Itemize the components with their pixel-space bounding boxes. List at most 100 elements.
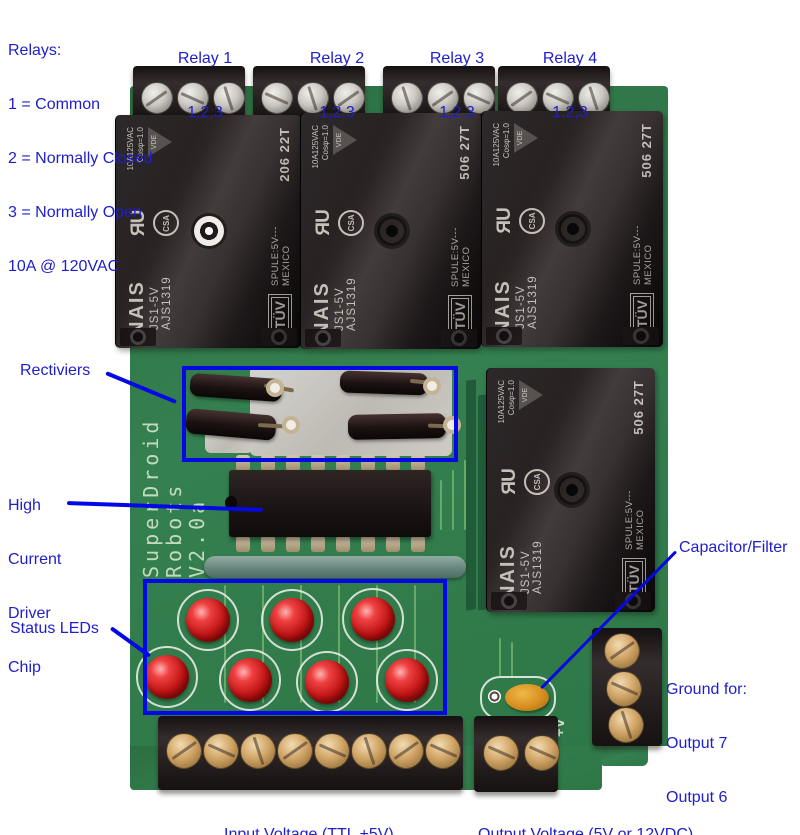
capacitor-pad-hole xyxy=(488,690,501,703)
pcb-trace xyxy=(478,394,486,611)
relay-model: JS1-5V xyxy=(520,550,532,594)
ground-label: Ground for: Output 7 Output 6 Output 5 xyxy=(666,645,747,835)
chip-pin xyxy=(311,536,325,552)
bus-bar-component xyxy=(204,556,466,578)
relay-1-name: Relay 1 xyxy=(177,50,233,67)
terminal-screw xyxy=(506,82,538,114)
relay-cert-logos: ЯU CSA xyxy=(499,468,550,495)
relay-coil-spec: SPULE:5V--- xyxy=(450,227,461,287)
relay-origin: MEXICO xyxy=(281,245,292,286)
chip-pin xyxy=(261,536,275,552)
relay-origin: MEXICO xyxy=(635,509,646,550)
relay-coil-spec: SPULE:5V--- xyxy=(624,490,635,550)
pcb-trace xyxy=(338,585,340,703)
relay-mount-tab xyxy=(305,329,341,347)
terminal-screw xyxy=(240,733,276,769)
ul-logo: ЯU xyxy=(494,208,515,234)
relay-2-name: Relay 2 xyxy=(309,50,365,67)
silkscreen-brand-line1: SuperDroid xyxy=(139,417,163,578)
relay-mount-hole xyxy=(315,330,331,346)
relay-mount-hole xyxy=(271,329,287,345)
relay-body-4: NAIS JS1-5V AJS1319 ЯU CSA 10A125VAC Cos… xyxy=(486,368,655,612)
relay-bottom-markings: TÜV SPULE:5V--- MEXICO 506 27T xyxy=(622,380,646,600)
driver-chip-label-line: Current xyxy=(8,551,62,568)
relay-mount-tab xyxy=(486,327,522,345)
chip-pin xyxy=(236,536,250,552)
vde-logo-text: VDE xyxy=(151,134,158,150)
driver-chip-label-line: High xyxy=(8,497,41,514)
ground-label-line: Output 7 xyxy=(666,735,728,752)
relay-origin: MEXICO xyxy=(643,244,654,285)
pcb-trace xyxy=(452,470,454,530)
relay-coil-block: SPULE:5V--- MEXICO xyxy=(270,226,292,286)
diode-ring-terminal xyxy=(423,377,441,395)
relay-coil-block: SPULE:5V--- MEXICO xyxy=(632,225,654,285)
capacitor-label: Capacitor/Filter xyxy=(679,539,788,556)
relay-info-title: Relays: xyxy=(8,42,62,59)
pcb-trace xyxy=(414,585,416,703)
relay-info-line: 3 = Normally Open xyxy=(8,204,142,221)
relay-mount-tab xyxy=(120,328,156,346)
relay-model: JS1-5V xyxy=(334,287,346,331)
relay-part-number: AJS1319 xyxy=(527,275,539,329)
terminal-screw xyxy=(166,733,202,769)
relay-mount-hole xyxy=(501,593,517,609)
relay-coil-block: SPULE:5V--- MEXICO xyxy=(624,490,646,550)
relay-date-code: 506 27T xyxy=(631,380,646,435)
ul-logo: ЯU xyxy=(313,210,334,236)
relay-2-label: Relay 2 1,2,3 xyxy=(310,14,364,158)
relay-info-line: 1 = Common xyxy=(8,96,101,113)
relay-markings: NAIS JS1-5V AJS1319 ЯU CSA 10A125VAC Cos… xyxy=(487,368,656,612)
pcb-trace xyxy=(440,480,442,530)
ground-label-line: Ground for: xyxy=(666,681,747,698)
csa-logo: CSA xyxy=(338,209,364,236)
output-voltage-label: Output Voltage (5V or 12VDC) GND, +V xyxy=(478,790,693,835)
driver-chip xyxy=(225,470,431,537)
pcb-trace xyxy=(511,642,513,676)
chip-pin xyxy=(361,536,375,552)
relay-cert-logos: ЯU CSA xyxy=(313,209,364,236)
diode-ring-terminal xyxy=(266,379,284,397)
relay-3-pins: 1,2,3 xyxy=(439,104,475,121)
relay-part-number: AJS1319 xyxy=(532,540,544,594)
relay-body-2: NAIS JS1-5V AJS1319 ЯU CSA 10A125VAC Cos… xyxy=(300,113,481,349)
relay-rating-block: 10A125VAC Cosφ=1.0 VDE xyxy=(492,123,545,166)
terminal-screw xyxy=(203,733,239,769)
status-led xyxy=(261,589,323,651)
terminal-screw xyxy=(177,82,209,114)
terminal-screw xyxy=(261,82,293,114)
driver-chip-label: High Current Driver Chip xyxy=(8,461,61,713)
vde-logo-text: VDE xyxy=(522,387,529,403)
relay-mount-hole xyxy=(633,328,649,344)
relay-1-pins: 1,2,3 xyxy=(187,104,223,121)
relay-origin: MEXICO xyxy=(461,246,472,287)
relay-body-1: NAIS JS1-5V AJS1319 ЯU CSA 10A125VAC Cos… xyxy=(115,115,301,348)
relay-bottom-markings: TÜV SPULE:5V--- MEXICO 506 27T xyxy=(630,123,654,335)
silkscreen-brand-line2: Robots xyxy=(162,481,186,578)
relay-info-line: 2 = Normally Closed xyxy=(8,150,153,167)
pcb-trace xyxy=(499,638,501,676)
csa-logo: CSA xyxy=(524,468,550,495)
input-voltage-line: Input Voltage (TTL +5V) xyxy=(224,826,394,835)
csa-logo: CSA xyxy=(519,207,545,234)
terminal-screw xyxy=(314,733,350,769)
relay-center-hole xyxy=(558,214,588,244)
relay-mount-hole xyxy=(496,328,512,344)
status-leds-label: Status LEDs xyxy=(10,620,99,637)
status-led xyxy=(219,649,281,711)
pcb-board-corner xyxy=(602,746,648,766)
relay-bottom-markings: TÜV SPULE:5V--- MEXICO 206 22T xyxy=(268,127,292,336)
status-led xyxy=(376,649,438,711)
relay-mount-tab xyxy=(491,592,527,610)
driver-chip-label-line: Driver xyxy=(8,605,51,622)
terminal-screw xyxy=(524,735,560,771)
relay-mount-tab xyxy=(623,327,659,345)
relay-date-code: 206 22T xyxy=(277,127,292,182)
vde-logo: VDE xyxy=(514,123,538,153)
chip-pin xyxy=(411,536,425,552)
driver-chip-label-line: Chip xyxy=(8,659,41,676)
input-voltage-label: Input Voltage (TTL +5V) Chan 1,2,3,4,5,6… xyxy=(224,790,400,835)
csa-logo: CSA xyxy=(153,210,179,237)
status-led xyxy=(136,646,198,708)
